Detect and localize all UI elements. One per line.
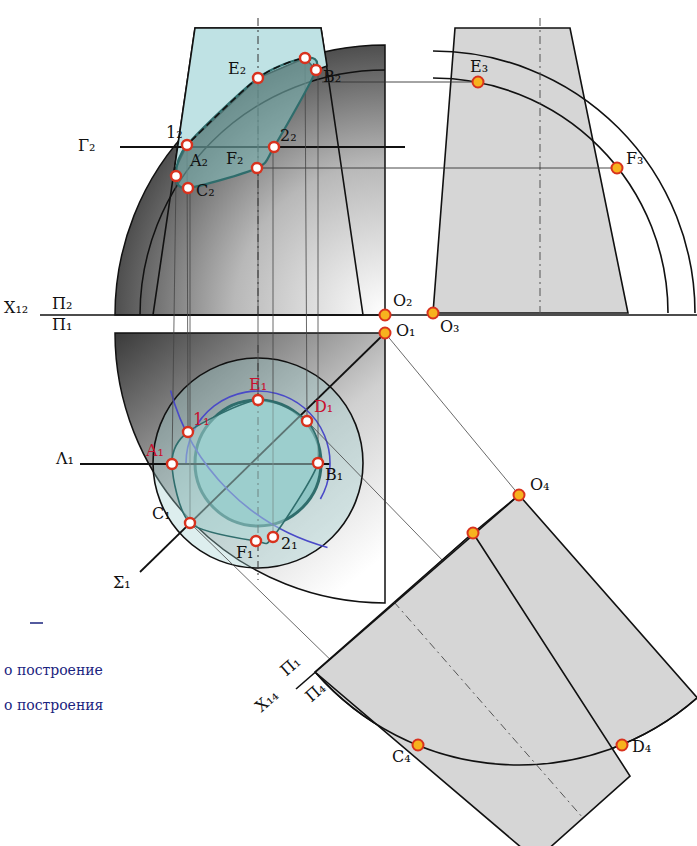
point-marker [311, 65, 321, 75]
point-label: C₂ [196, 182, 215, 200]
point-marker [380, 328, 391, 339]
point-label: O₂ [393, 292, 413, 310]
point-label: O₁ [396, 322, 416, 340]
hidden-curve [187, 58, 316, 145]
point-marker [514, 490, 525, 501]
plane-label: Σ₁ [113, 574, 131, 592]
point-marker [182, 140, 192, 150]
sphere-front [115, 45, 385, 315]
curve-view4 [316, 673, 697, 765]
point-label: C₄ [392, 748, 411, 766]
plane-label: Π₁ [277, 653, 304, 680]
intersection-curve [172, 400, 319, 544]
plane-label: Λ₁ [56, 450, 74, 468]
point-marker [167, 459, 177, 469]
point-label: 1₁ [193, 411, 210, 429]
point-label: F₂ [226, 150, 244, 168]
point-marker [413, 740, 424, 751]
point-marker [268, 532, 278, 542]
point-marker [428, 308, 439, 319]
point-label: D₁ [314, 398, 333, 416]
point-marker [468, 528, 479, 539]
sphere-side [433, 51, 695, 313]
point-marker [313, 458, 323, 468]
point-marker [185, 518, 195, 528]
intersection-curve [176, 58, 317, 188]
cone-base [153, 358, 363, 568]
point-label: F₁ [236, 544, 254, 562]
point-label: B₂ [323, 68, 341, 86]
point-label: O₄ [530, 476, 550, 494]
point-label: O₃ [440, 318, 460, 336]
axis-line [394, 602, 583, 818]
point-marker [617, 740, 628, 751]
note-text: о построение [4, 662, 103, 678]
point-label: 2₁ [281, 535, 298, 553]
point-marker [473, 77, 484, 88]
plane-label: Γ₂ [78, 137, 96, 155]
axis-line [540, 18, 541, 315]
point-marker [171, 171, 181, 181]
legend-dash [30, 622, 43, 624]
point-label: D₄ [632, 738, 651, 756]
point-label: B₁ [325, 466, 343, 484]
point-marker [253, 73, 263, 83]
point-marker [300, 53, 310, 63]
axis-label: X₁₄ [252, 686, 282, 716]
projection-line [322, 82, 478, 83]
plane-label: Π₄ [302, 679, 329, 706]
point-marker [183, 183, 193, 193]
auxiliary-arc [171, 391, 328, 548]
projection-line [257, 168, 617, 169]
point-marker [252, 163, 262, 173]
axis-x14 [296, 495, 519, 689]
point-marker [302, 416, 312, 426]
note-text: о построения [4, 697, 103, 713]
cone-view4 [315, 533, 630, 846]
point-label: A₁ [146, 442, 164, 460]
point-marker [183, 427, 193, 437]
cone-side [433, 28, 628, 313]
point-marker [380, 310, 391, 321]
point-label: F₃ [626, 150, 644, 168]
point-label: E₃ [470, 58, 488, 76]
point-label: A₂ [190, 152, 208, 170]
sphere-plan [115, 333, 385, 603]
point-marker [612, 163, 623, 174]
axis-label: X₁₂ [4, 299, 28, 317]
plane-label: Π₂ [52, 295, 72, 313]
point-label: E₁ [249, 376, 267, 394]
plane-sigma [140, 333, 385, 572]
curve-side [433, 78, 668, 313]
axis-x12 [40, 314, 697, 316]
point-label: 2₂ [280, 127, 297, 145]
point-label: 1₂ [166, 124, 183, 142]
plane-label: Π₁ [52, 316, 72, 334]
point-label: C₁ [152, 505, 171, 523]
point-label: E₂ [228, 60, 246, 78]
point-marker [269, 142, 279, 152]
point-marker [253, 395, 263, 405]
